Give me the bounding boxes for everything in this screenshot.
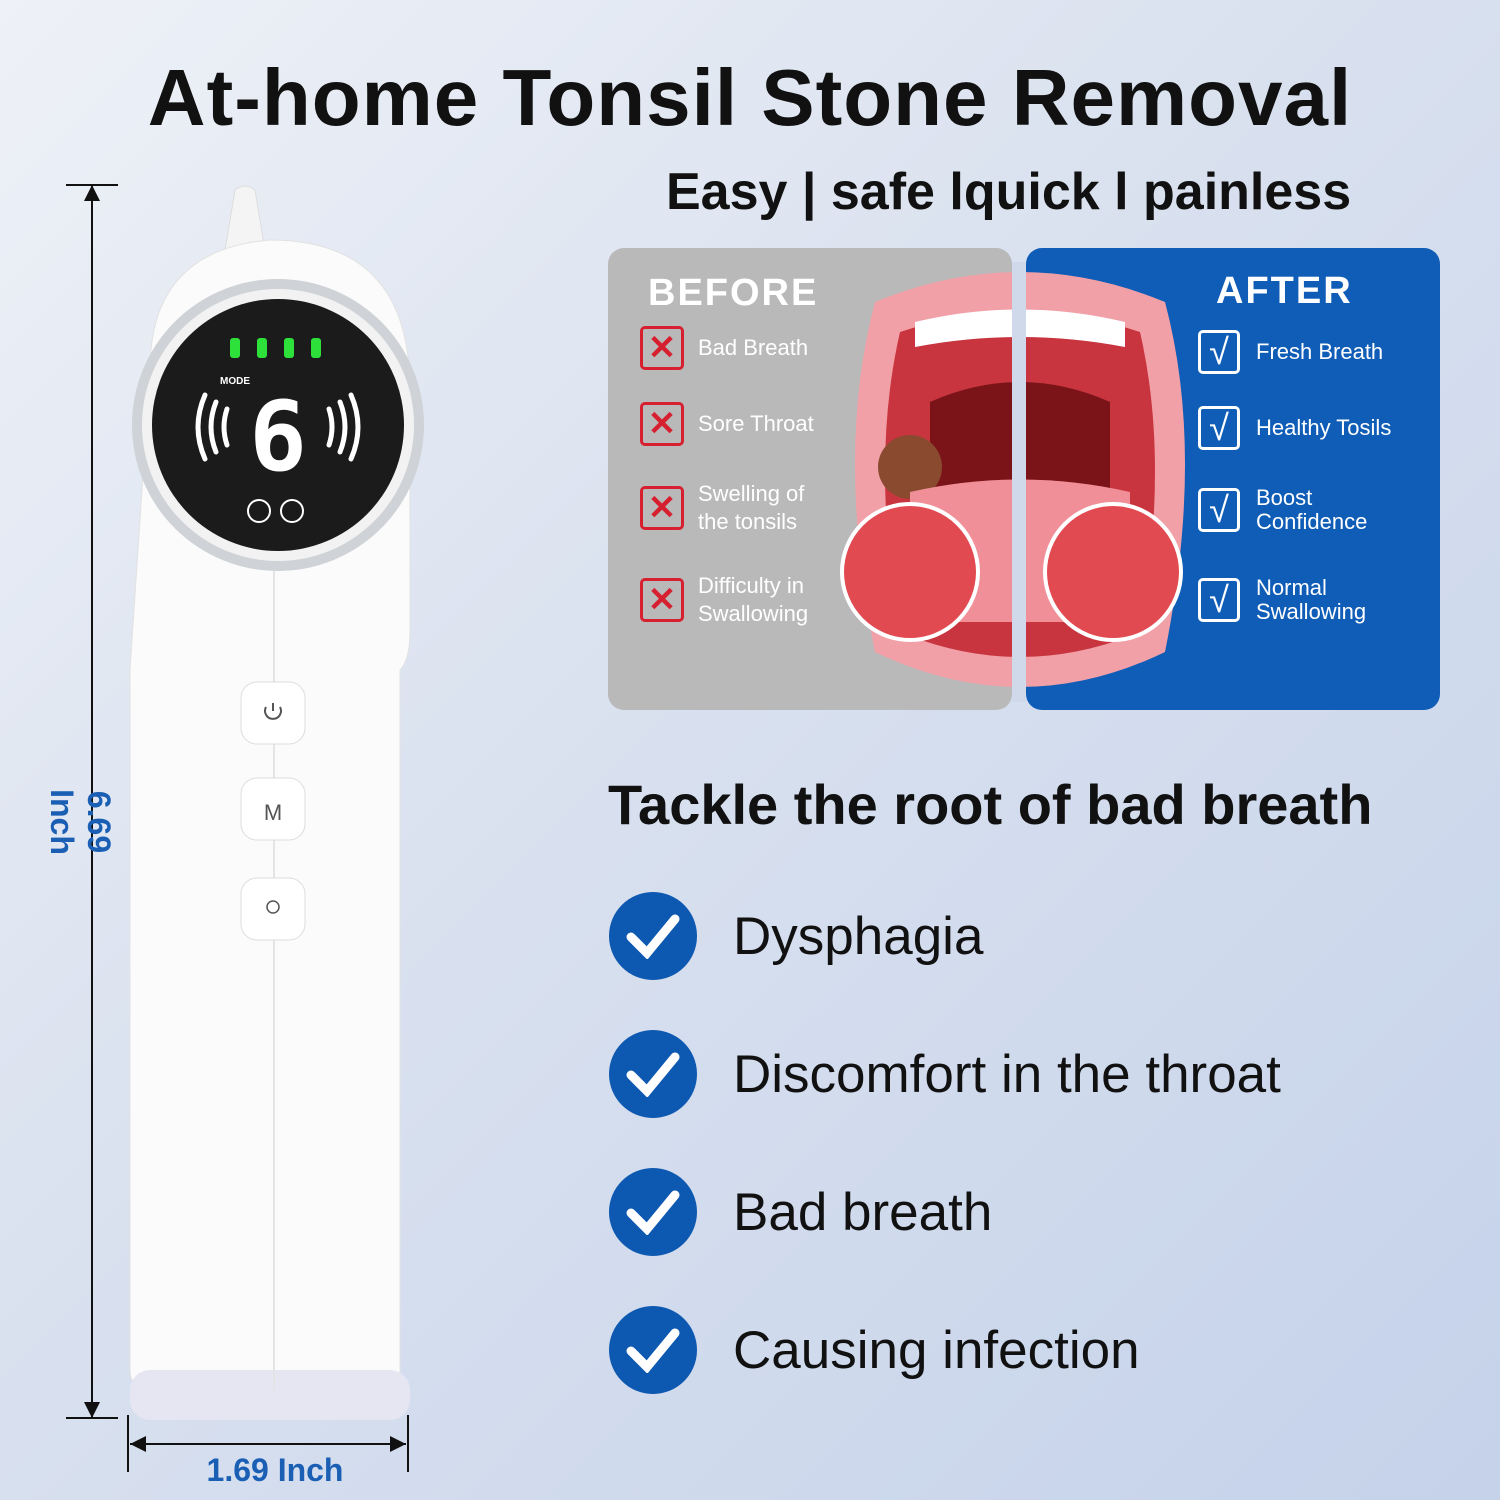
check-icon: [609, 1306, 697, 1394]
power-icon: [247, 499, 271, 523]
width-dimension: 1.69 Inch: [206, 1452, 344, 1488]
cross-icon: ✕: [640, 486, 684, 530]
check-icon: [609, 1168, 697, 1256]
cross-icon: ✕: [640, 402, 684, 446]
before-item: ✕Difficulty in Swallowing: [640, 572, 828, 628]
after-item: √Normal Swallowing: [1198, 576, 1386, 624]
benefit-item: Bad breath: [609, 1168, 992, 1256]
cross-icon: ✕: [640, 578, 684, 622]
page-title: At-home Tonsil Stone Removal: [147, 53, 1353, 142]
checkbox-icon: √: [1198, 406, 1240, 450]
light-icon: [280, 499, 304, 523]
after-item: √Fresh Breath: [1198, 330, 1383, 374]
mode-value: 6: [249, 381, 307, 493]
device-illustration: MODE 6 M: [66, 184, 424, 1472]
check-icon: [609, 892, 697, 980]
subtitle: Easy | safe lquick l painless: [666, 163, 1352, 221]
m-button-label: M: [264, 800, 282, 825]
before-item: ✕Sore Throat: [640, 402, 814, 446]
before-item: ✕Bad Breath: [640, 326, 808, 370]
mode-label: MODE: [220, 376, 250, 387]
checkbox-icon: √: [1198, 488, 1240, 532]
checkbox-icon: √: [1198, 578, 1240, 622]
after-item: √Boost Confidence: [1198, 486, 1386, 534]
benefit-item: Causing infection: [609, 1306, 1140, 1394]
height-dimension: 6.69 Inch: [44, 789, 117, 855]
checkbox-icon: √: [1198, 330, 1240, 374]
light-button-icon: [266, 900, 280, 914]
cross-icon: ✕: [640, 326, 684, 370]
after-heading: AFTER: [1216, 270, 1353, 312]
after-item: √Healthy Tosils: [1198, 406, 1391, 450]
before-item: ✕Swelling of the tonsils: [640, 480, 828, 536]
before-heading: BEFORE: [648, 272, 819, 314]
benefit-item: Dysphagia: [609, 892, 983, 980]
benefit-item: Discomfort in the throat: [609, 1030, 1281, 1118]
check-icon: [609, 1030, 697, 1118]
tackle-heading: Tackle the root of bad breath: [608, 773, 1373, 836]
power-button-icon: [264, 703, 282, 720]
mouth-illustration: [840, 262, 1185, 702]
